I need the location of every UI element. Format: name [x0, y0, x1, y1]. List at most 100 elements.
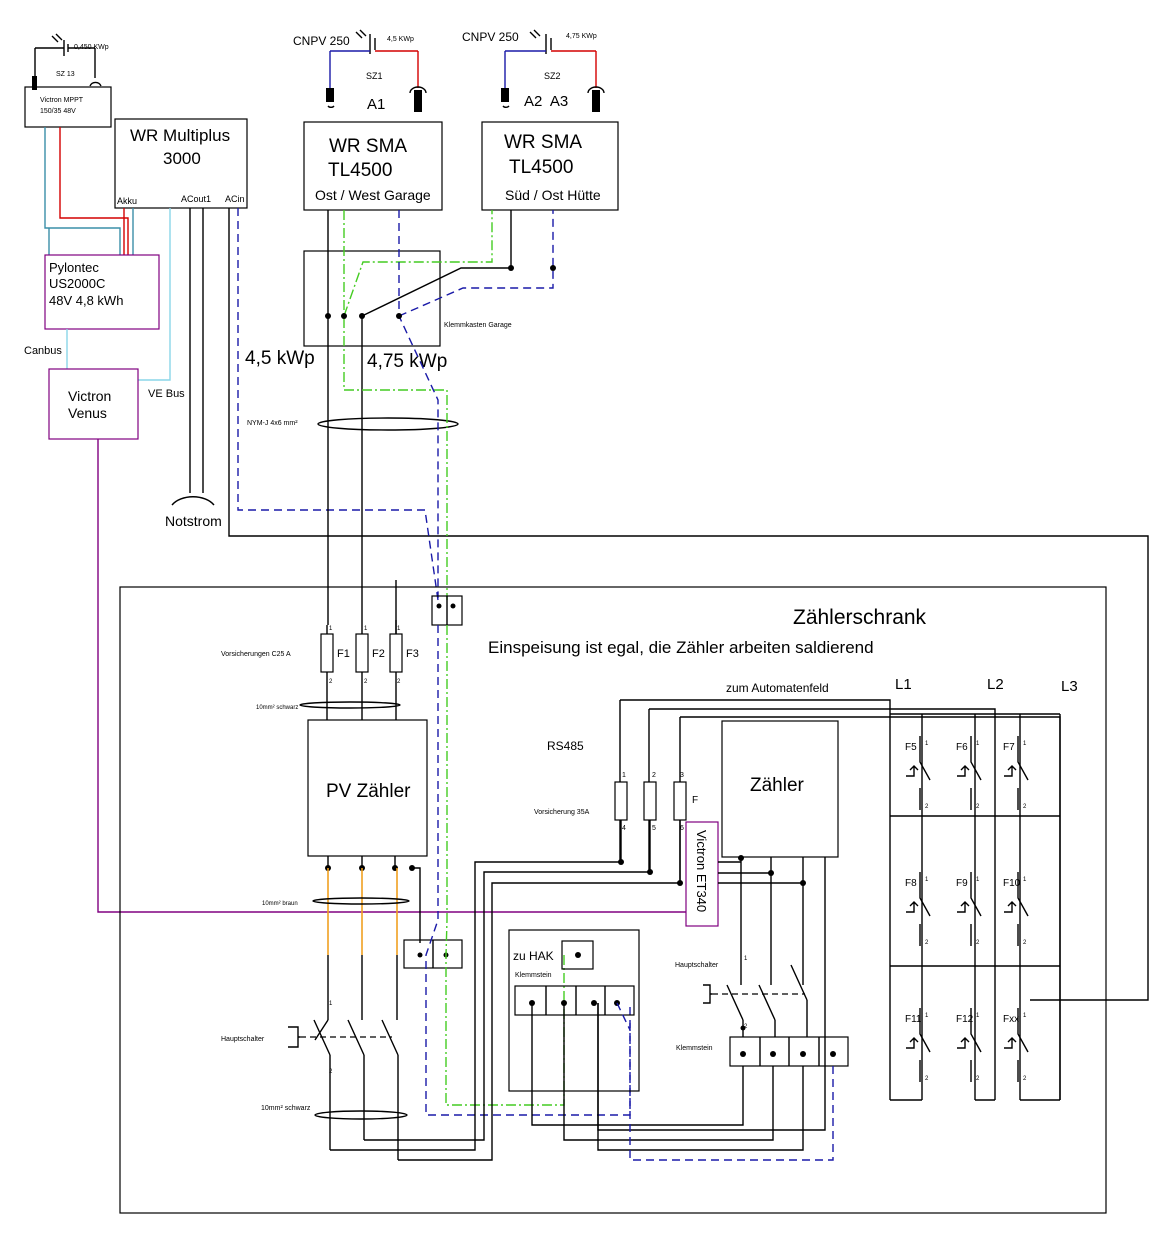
victron-et340 [685, 821, 719, 927]
et340-label: Victron ET340 [694, 830, 709, 912]
multiplus-akku: Akku [117, 196, 137, 206]
cabinet-subtitle: Einspeisung ist egal, die Zähler arbeite… [488, 638, 874, 657]
hak-box [508, 929, 640, 1092]
main-meter [721, 720, 839, 858]
pin: 2 [652, 772, 656, 779]
breaker-label: F6 [956, 742, 968, 753]
pv-fuse-f2: F2 [372, 648, 385, 660]
victron-mppt [24, 86, 112, 128]
sma-garage-title1: WR SMA [329, 136, 407, 157]
pin: 2 [1023, 1076, 1027, 1082]
pin: 2 [364, 679, 368, 685]
pin: 1 [364, 626, 368, 632]
phase-l1: L1 [895, 676, 912, 693]
breaker-label: Fxx [1003, 1014, 1019, 1025]
huette-power: 4,75 KWp [566, 33, 597, 40]
pin: 1 [329, 626, 333, 632]
breaker-symbol [906, 736, 931, 810]
solar-left-power: 0,450 KWp [74, 44, 109, 51]
pin: 6 [680, 825, 684, 832]
breaker-fxx: Fxx 1 2 [1003, 1008, 1029, 1082]
breaker-symbol [957, 736, 982, 810]
phase-l3: L3 [1061, 678, 1078, 695]
main-switch-pv: Hauptschalter [221, 1036, 265, 1043]
breaker-f7: F7 1 2 [1003, 736, 1029, 810]
pin: 1 [925, 1013, 929, 1019]
pin: 1 [397, 626, 401, 632]
pin: 4 [622, 825, 626, 832]
pin: 1 [1023, 877, 1027, 883]
pv-fuses-label: Vorsicherungen C25 A [221, 651, 291, 658]
cable-black-top: 10mm² schwarz [256, 705, 298, 711]
fuse-f-label: F [692, 795, 698, 806]
huette-panel: CNPV 250 [462, 30, 519, 44]
vebus-label: VE Bus [148, 388, 185, 400]
pv-fuse-f3: F3 [406, 648, 419, 660]
sma-huette-title1: WR SMA [504, 132, 582, 153]
left-power-label: 4,5 kWp [245, 348, 315, 369]
klemmstein-hak: Klemmstein [515, 972, 552, 979]
pin: 1 [1023, 1013, 1027, 1019]
pin: 1 [744, 956, 748, 962]
pin: 1 [622, 772, 626, 779]
sma-huette-title2: TL4500 [509, 157, 573, 178]
pv-fuse-f1: F1 [337, 648, 350, 660]
pin: 1 [976, 741, 980, 747]
phase-l2: L2 [987, 676, 1004, 693]
breaker-f6: F6 1 2 [956, 736, 982, 810]
cable-nym-label: NYM-J 4x6 mm² [247, 420, 298, 427]
solar-module-left: 0,450 KWp SZ 13 [32, 33, 109, 90]
breaker-symbol [906, 1008, 931, 1082]
pin: 2 [329, 1069, 333, 1075]
breaker-label: F7 [1003, 742, 1015, 753]
mppt-line2: 150/35 48V [40, 108, 76, 115]
breaker-symbol [957, 872, 982, 946]
battery-line1: Pylontec [49, 260, 99, 275]
cable-brown: 10mm² braun [262, 901, 298, 907]
pin: 1 [925, 741, 929, 747]
cabinet-title: Zählerschrank [793, 606, 927, 629]
zaehlerschrank [119, 586, 1107, 1214]
sma-huette-box [481, 121, 619, 211]
zum-automatenfeld: zum Automatenfeld [726, 681, 829, 695]
pylontec-battery [44, 254, 160, 330]
rs485-label: RS485 [547, 739, 584, 753]
pin: 2 [1023, 940, 1027, 946]
pin: 2 [329, 679, 333, 685]
pin: 2 [976, 1076, 980, 1082]
hak-terminal [561, 940, 594, 970]
pin: 1 [1023, 741, 1027, 747]
venus-line1: Victron [68, 388, 111, 404]
pin: 2 [397, 679, 401, 685]
solar-module-garage: CNPV 250 4,5 KWp SZ1 A1 [293, 29, 427, 113]
pin: 5 [652, 825, 656, 832]
multiplus-box [114, 118, 248, 209]
hak-label: zu HAK [513, 949, 554, 963]
breaker-label: F5 [905, 742, 917, 753]
pin: 1 [976, 877, 980, 883]
pv-meter-label: PV Zähler [326, 781, 411, 802]
battery-line3: 48V 4,8 kWh [49, 293, 123, 308]
pin: 2 [744, 1024, 748, 1030]
notstrom-label: Notstrom [165, 513, 222, 529]
pin: 2 [976, 804, 980, 810]
multiplus-acin: ACin [225, 194, 245, 204]
garage-panel: CNPV 250 [293, 34, 350, 48]
breaker-panel [890, 713, 1061, 1101]
main-switch-grid: Hauptschalter [675, 962, 719, 969]
pin: 3 [680, 772, 684, 779]
sma-huette-location: Süd / Ost Hütte [505, 187, 601, 203]
breaker-symbol [906, 872, 931, 946]
klemmstein-grid: Klemmstein [676, 1045, 713, 1052]
cable-black-bottom: 10mm² schwarz [261, 1105, 311, 1112]
pin: 2 [1023, 804, 1027, 810]
garage-power: 4,5 KWp [387, 36, 414, 43]
main-meter-label: Zähler [750, 775, 805, 796]
pv-meter [307, 719, 428, 857]
huette-string: SZ2 [544, 71, 561, 81]
multiplus-acout: ACout1 [181, 194, 211, 204]
